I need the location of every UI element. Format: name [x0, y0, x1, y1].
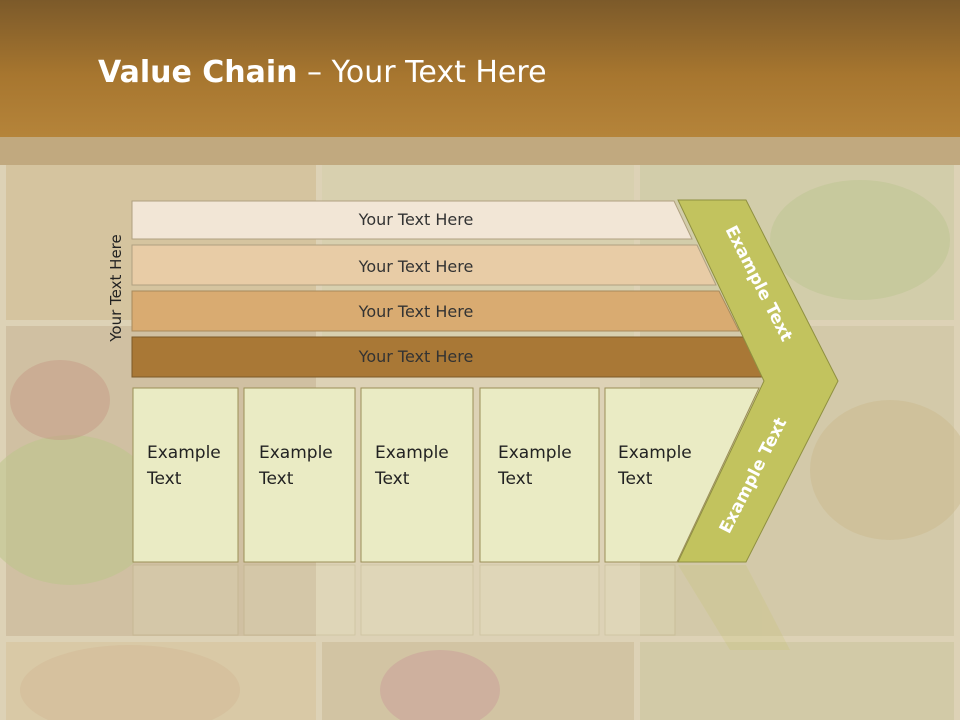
bar-3-label: Your Text Here [358, 302, 474, 321]
box-4-line2: Text [497, 469, 533, 489]
box-2: Example Text [243, 387, 356, 563]
box-3: Example Text [360, 387, 474, 563]
bar-2: Your Text Here [131, 244, 717, 286]
bar-4: Your Text Here [131, 336, 765, 378]
header-band [0, 0, 960, 137]
title-bold: Value Chain [98, 55, 298, 90]
box-1-line1: Example [147, 443, 221, 463]
box-4-line1: Example [498, 443, 572, 463]
title-rest: – Your Text Here [297, 55, 547, 90]
box-4: Example Text [479, 387, 600, 563]
box-5-line1: Example [618, 443, 692, 463]
header-lower-band [0, 137, 960, 165]
box-1-line2: Text [146, 469, 182, 489]
reflection [132, 564, 790, 650]
box-5: Example Text [604, 387, 760, 563]
box-5-line2: Text [617, 469, 653, 489]
bar-1-label: Your Text Here [358, 210, 474, 229]
box-3-line2: Text [374, 469, 410, 489]
box-2-line2: Text [258, 469, 294, 489]
page-title: Value Chain – Your Text Here [98, 55, 547, 90]
bar-1: Your Text Here [131, 200, 693, 240]
bar-4-label: Your Text Here [358, 347, 474, 366]
box-1: Example Text [132, 387, 239, 563]
box-3-line1: Example [375, 443, 449, 463]
box-2-line1: Example [259, 443, 333, 463]
bar-2-label: Your Text Here [358, 257, 474, 276]
bar-3: Your Text Here [131, 290, 740, 332]
